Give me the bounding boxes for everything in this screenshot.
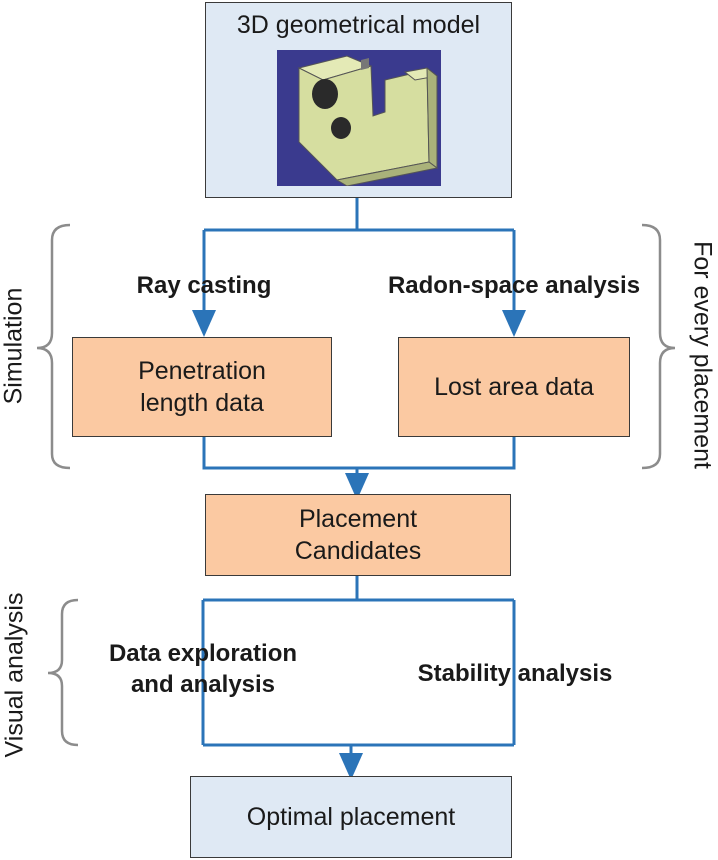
label-data-exploration: Data exploration and analysis: [72, 638, 334, 700]
candidates-line-1: Placement: [298, 504, 418, 533]
penetration-line-2: length data: [140, 389, 264, 417]
geometric-model-title: 3D geometrical model: [236, 11, 481, 39]
lost-area-text: Lost area data: [434, 372, 594, 401]
geometric-model-box: 3D geometrical model: [205, 2, 512, 198]
label-ray-casting: Ray casting: [136, 272, 272, 299]
candidates-line-2: Candidates: [294, 537, 422, 565]
bracket-simulation: [36, 223, 71, 470]
placement-candidates-box: Placement Candidates: [205, 494, 511, 576]
bracket-visual-analysis: [47, 598, 79, 747]
connector-candidates-split: [203, 576, 514, 602]
optimal-placement-box: Optimal placement: [190, 776, 512, 858]
lost-area-box: Lost area data: [398, 337, 630, 437]
side-label-every-placement: For every placement: [688, 241, 717, 469]
label-stability-analysis: Stability analysis: [417, 660, 613, 687]
data-exploration-line-2: and analysis: [130, 671, 276, 699]
penetration-line-1: Penetration: [138, 356, 266, 385]
connector-merge: [202, 437, 516, 470]
label-radon-space-analysis: Radon-space analysis: [387, 272, 641, 299]
side-label-visual-analysis: Visual analysis: [0, 592, 29, 758]
optimal-placement-text: Optimal placement: [246, 802, 456, 831]
penetration-length-box: Penetration length data: [72, 337, 332, 437]
bracket-every-placement: [641, 223, 676, 470]
connector-model-split: [204, 198, 514, 232]
3d-model-image: [276, 49, 441, 186]
side-label-simulation: Simulation: [0, 287, 28, 405]
data-exploration-line-1: Data exploration: [108, 640, 298, 667]
